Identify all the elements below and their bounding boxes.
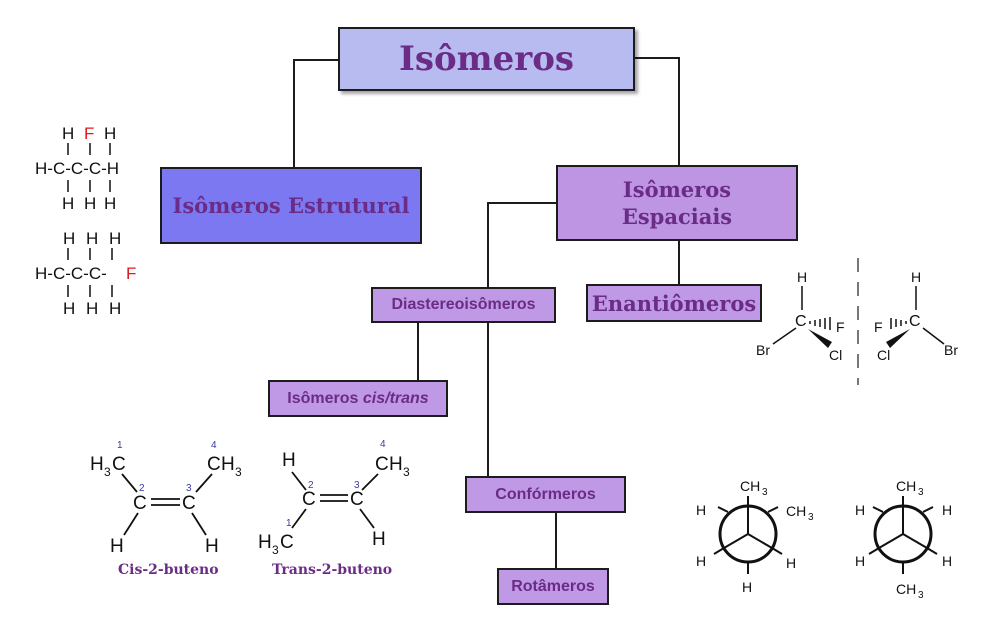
cistrans-italic: cis/trans — [362, 389, 429, 407]
molecule-trans-2-butene: H C H 3 4 C 2 C 3 1 H 3 C H — [258, 439, 410, 557]
svg-text:3: 3 — [235, 465, 242, 479]
svg-text:C: C — [909, 313, 921, 330]
molecule-1-fluoropropane: H H H H-C-C-C- F H H H — [35, 229, 136, 318]
svg-text:2: 2 — [139, 483, 145, 494]
svg-text:3: 3 — [808, 512, 814, 523]
svg-text:H: H — [855, 553, 865, 569]
svg-text:Cl: Cl — [877, 347, 890, 363]
svg-text:3: 3 — [104, 465, 111, 479]
carbon-chain-row: H-C-C-C-H — [35, 159, 119, 178]
svg-text:C: C — [207, 454, 221, 475]
svg-text:3: 3 — [403, 465, 410, 479]
svg-text:3: 3 — [918, 590, 924, 601]
atom-h: H — [62, 124, 74, 143]
atom-h: H — [104, 124, 116, 143]
svg-text:H: H — [221, 454, 235, 475]
atom-f: F — [84, 124, 94, 143]
molecule-cis-2-butene: H 3 C 1 C H 3 4 C 2 C 3 H H — [90, 440, 242, 557]
atom-h: H — [84, 194, 96, 213]
connector-root-spatial — [635, 57, 680, 165]
molecule-2-fluoropropane: H F H H-C-C-C-H H H H — [35, 124, 119, 213]
svg-text:H: H — [696, 502, 706, 518]
svg-text:H: H — [258, 532, 272, 553]
svg-text:Br: Br — [944, 342, 958, 358]
svg-text:H: H — [942, 502, 952, 518]
box-diastereoisomeros: Diastereoisômeros — [371, 287, 556, 323]
svg-text:C: C — [280, 532, 294, 553]
svg-text:H: H — [110, 536, 124, 557]
svg-text:H: H — [797, 269, 807, 285]
svg-text:C: C — [350, 489, 364, 510]
svg-text:H: H — [696, 553, 706, 569]
caption-cis-2-buteno: Cis-2-buteno — [118, 562, 219, 578]
connector-lines — [293, 57, 680, 568]
svg-text:C: C — [182, 493, 196, 514]
connector-spatial-diastereo — [487, 202, 556, 287]
svg-text:3: 3 — [186, 483, 192, 494]
box-isomeros-espaciais: Isômeros Espaciais — [556, 165, 798, 241]
svg-text:CH: CH — [896, 478, 916, 494]
newman-projection-right: CH 3 H H H H CH 3 — [855, 478, 952, 601]
svg-text:C: C — [795, 313, 807, 330]
box-isomeros-cis-trans: Isômeros cis/trans — [268, 380, 448, 417]
carbon-chain-row: H-C-C-C- — [35, 264, 107, 283]
caption-trans-2-buteno: Trans-2-buteno — [272, 562, 393, 578]
svg-text:CH: CH — [786, 503, 806, 519]
enantiomer-right: H C Br F Cl — [874, 269, 958, 363]
box-isomeros: Isômeros — [338, 27, 635, 91]
svg-text:H: H — [389, 454, 403, 475]
svg-text:H: H — [911, 269, 921, 285]
spatial-line-2: Espaciais — [621, 204, 733, 229]
svg-text:Cl: Cl — [829, 347, 842, 363]
svg-text:C: C — [133, 493, 147, 514]
svg-text:F: F — [874, 319, 883, 335]
svg-text:H: H — [942, 553, 952, 569]
svg-text:H: H — [855, 502, 865, 518]
atom-h-row: H H H — [63, 299, 121, 318]
connector-root-structural — [293, 59, 338, 167]
atom-h-row: H H H — [63, 229, 121, 248]
svg-text:H: H — [742, 579, 752, 595]
box-conformeros: Confórmeros — [465, 476, 626, 513]
svg-text:C: C — [375, 454, 389, 475]
svg-text:Br: Br — [756, 342, 770, 358]
atom-h: H — [104, 194, 116, 213]
svg-text:H: H — [372, 529, 386, 550]
svg-text:H: H — [282, 450, 296, 471]
atom-h: H — [62, 194, 74, 213]
svg-text:H: H — [786, 555, 796, 571]
svg-text:C: C — [112, 454, 126, 475]
cistrans-prefix: Isômeros — [287, 389, 363, 407]
svg-text:H: H — [205, 536, 219, 557]
svg-text:H: H — [90, 454, 104, 475]
svg-text:4: 4 — [211, 440, 217, 451]
svg-text:3: 3 — [354, 480, 360, 491]
svg-text:CH: CH — [896, 581, 916, 597]
svg-text:3: 3 — [762, 487, 768, 498]
svg-text:3: 3 — [918, 487, 924, 498]
svg-text:2: 2 — [308, 480, 314, 491]
box-enantiomeros: Enantiômeros — [586, 284, 762, 322]
svg-text:C: C — [302, 489, 316, 510]
svg-text:3: 3 — [272, 543, 279, 557]
atom-f: F — [126, 264, 136, 283]
box-isomeros-estrutural: Isômeros Estrutural — [160, 167, 422, 244]
svg-text:CH: CH — [740, 478, 760, 494]
svg-text:1: 1 — [286, 518, 292, 529]
svg-text:4: 4 — [380, 439, 386, 450]
newman-projection-left: CH 3 CH 3 H H H H — [696, 478, 814, 595]
spatial-line-1: Isômeros — [622, 176, 732, 202]
svg-text:F: F — [836, 319, 845, 335]
enantiomer-left: H C Br F Cl — [756, 269, 845, 363]
box-rotameros: Rotâmeros — [497, 568, 609, 605]
svg-text:1: 1 — [117, 440, 123, 451]
